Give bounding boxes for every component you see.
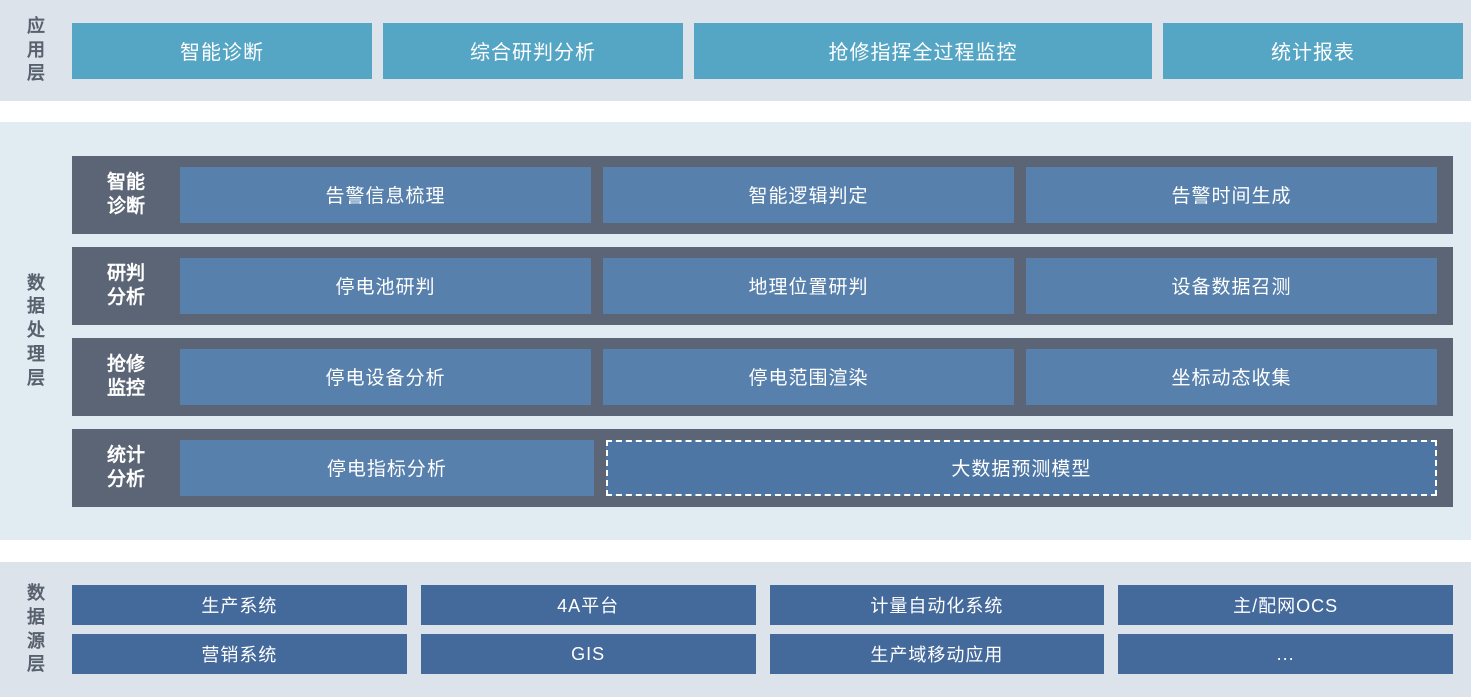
- application-layer-boxes: 智能诊断 综合研判分析 抢修指挥全过程监控 统计报表: [72, 0, 1471, 101]
- proc-row-judgment-analysis: 研判 分析 停电池研判 地理位置研判 设备数据召测: [72, 246, 1453, 325]
- proc-cell-label: 告警时间生成: [1171, 186, 1292, 207]
- src-box-marketing-system[interactable]: 营销系统: [72, 634, 407, 674]
- src-box-label: 计量自动化系统: [870, 596, 1004, 616]
- proc-cell-outage-device-analysis[interactable]: 停电设备分析: [180, 348, 591, 405]
- src-box-label: 营销系统: [201, 645, 278, 665]
- proc-cell-label: 停电指标分析: [326, 459, 447, 480]
- src-box-more[interactable]: ...: [1118, 634, 1453, 674]
- src-box-label: 主/配网OCS: [1233, 596, 1339, 616]
- proc-row-label: 抢修 监控: [106, 354, 145, 399]
- src-box-metering-automation-system[interactable]: 计量自动化系统: [769, 585, 1105, 625]
- proc-cell-coordinate-dynamic-collection[interactable]: 坐标动态收集: [1026, 348, 1437, 405]
- app-box-label: 智能诊断: [180, 42, 264, 64]
- proc-cell-label: 停电池研判: [335, 277, 436, 298]
- src-box-production-mobile-app[interactable]: 生产域移动应用: [769, 634, 1105, 674]
- proc-cell-label: 大数据预测模型: [951, 459, 1092, 480]
- app-box-comprehensive-analysis[interactable]: 综合研判分析: [383, 22, 683, 79]
- application-layer: 应用层 智能诊断 综合研判分析 抢修指挥全过程监控 统计报表: [0, 0, 1471, 101]
- data-source-layer: 数据源层 生产系统 4A平台 计量自动化系统 主/配网OCS 营销系统: [0, 562, 1471, 697]
- proc-cell-outage-range-rendering[interactable]: 停电范围渲染: [603, 348, 1014, 405]
- proc-row-intelligent-diagnosis: 智能 诊断 告警信息梳理 智能逻辑判定 告警时间生成: [72, 155, 1453, 234]
- proc-cell-label: 坐标动态收集: [1171, 368, 1292, 389]
- src-box-label: 生产域移动应用: [870, 645, 1004, 665]
- application-layer-label: 应用层: [0, 0, 72, 101]
- src-box-4a-platform[interactable]: 4A平台: [420, 585, 756, 625]
- proc-row-repair-monitoring: 抢修 监控 停电设备分析 停电范围渲染 坐标动态收集: [72, 337, 1453, 416]
- data-processing-layer: 数据处理层 智能 诊断 告警信息梳理 智能逻辑判定 告警时间生成: [0, 122, 1471, 540]
- proc-cell-alarm-time-generation[interactable]: 告警时间生成: [1026, 166, 1437, 223]
- proc-row-cells: 告警信息梳理 智能逻辑判定 告警时间生成: [180, 166, 1437, 223]
- proc-row-cells: 停电设备分析 停电范围渲染 坐标动态收集: [180, 348, 1437, 405]
- src-box-label: GIS: [571, 643, 606, 664]
- proc-row-cells: 停电池研判 地理位置研判 设备数据召测: [180, 257, 1437, 314]
- proc-row-cells: 停电指标分析 大数据预测模型: [180, 439, 1437, 496]
- proc-cell-label: 停电设备分析: [325, 368, 446, 389]
- data-source-layer-label: 数据源层: [0, 562, 72, 697]
- proc-cell-label: 停电范围渲染: [748, 368, 869, 389]
- proc-row-label: 统计 分析: [106, 445, 145, 490]
- src-box-production-system[interactable]: 生产系统: [72, 585, 407, 625]
- proc-cell-intelligent-logic-judgment[interactable]: 智能逻辑判定: [603, 166, 1014, 223]
- proc-cell-label: 设备数据召测: [1171, 277, 1292, 298]
- data-processing-layer-label-text: 数据处理层: [27, 272, 45, 388]
- data-processing-layer-label: 数据处理层: [0, 122, 72, 540]
- src-box-label: 4A平台: [557, 596, 620, 616]
- app-box-label: 统计报表: [1271, 42, 1355, 64]
- app-box-repair-command-monitoring[interactable]: 抢修指挥全过程监控: [694, 22, 1152, 79]
- proc-row-label: 研判 分析: [106, 263, 145, 308]
- proc-cell-outage-pool-judgment[interactable]: 停电池研判: [180, 257, 591, 314]
- proc-cell-bigdata-prediction-model[interactable]: 大数据预测模型: [605, 439, 1437, 496]
- app-box-intelligent-diagnosis[interactable]: 智能诊断: [72, 22, 372, 79]
- src-box-gis[interactable]: GIS: [420, 634, 756, 674]
- proc-row-label: 智能 诊断: [106, 172, 145, 217]
- data-source-row-2: 营销系统 GIS 生产域移动应用 ...: [72, 634, 1453, 674]
- proc-cell-device-data-measurement[interactable]: 设备数据召测: [1026, 257, 1437, 314]
- data-source-row-1: 生产系统 4A平台 计量自动化系统 主/配网OCS: [72, 585, 1453, 625]
- src-box-main-distribution-ocs[interactable]: 主/配网OCS: [1118, 585, 1453, 625]
- proc-cell-outage-indicator-analysis[interactable]: 停电指标分析: [180, 439, 594, 496]
- proc-cell-label: 智能逻辑判定: [748, 186, 869, 207]
- proc-cell-alarm-info-sorting[interactable]: 告警信息梳理: [180, 166, 591, 223]
- proc-cell-geographic-location-judgment[interactable]: 地理位置研判: [603, 257, 1014, 314]
- data-source-layer-label-text: 数据源层: [27, 583, 45, 675]
- src-box-label: ...: [1276, 643, 1295, 664]
- app-box-label: 综合研判分析: [470, 42, 596, 64]
- app-box-statistical-report[interactable]: 统计报表: [1163, 22, 1463, 79]
- proc-cell-label: 地理位置研判: [748, 277, 869, 298]
- proc-row-statistical-analysis: 统计 分析 停电指标分析 大数据预测模型: [72, 428, 1453, 507]
- data-processing-rows: 智能 诊断 告警信息梳理 智能逻辑判定 告警时间生成 研判 分析: [72, 122, 1471, 540]
- src-box-label: 生产系统: [201, 596, 278, 616]
- application-layer-label-text: 应用层: [27, 15, 45, 84]
- app-box-label: 抢修指挥全过程监控: [828, 42, 1018, 64]
- proc-cell-label: 告警信息梳理: [325, 186, 446, 207]
- data-source-rows: 生产系统 4A平台 计量自动化系统 主/配网OCS 营销系统 GIS: [72, 562, 1471, 697]
